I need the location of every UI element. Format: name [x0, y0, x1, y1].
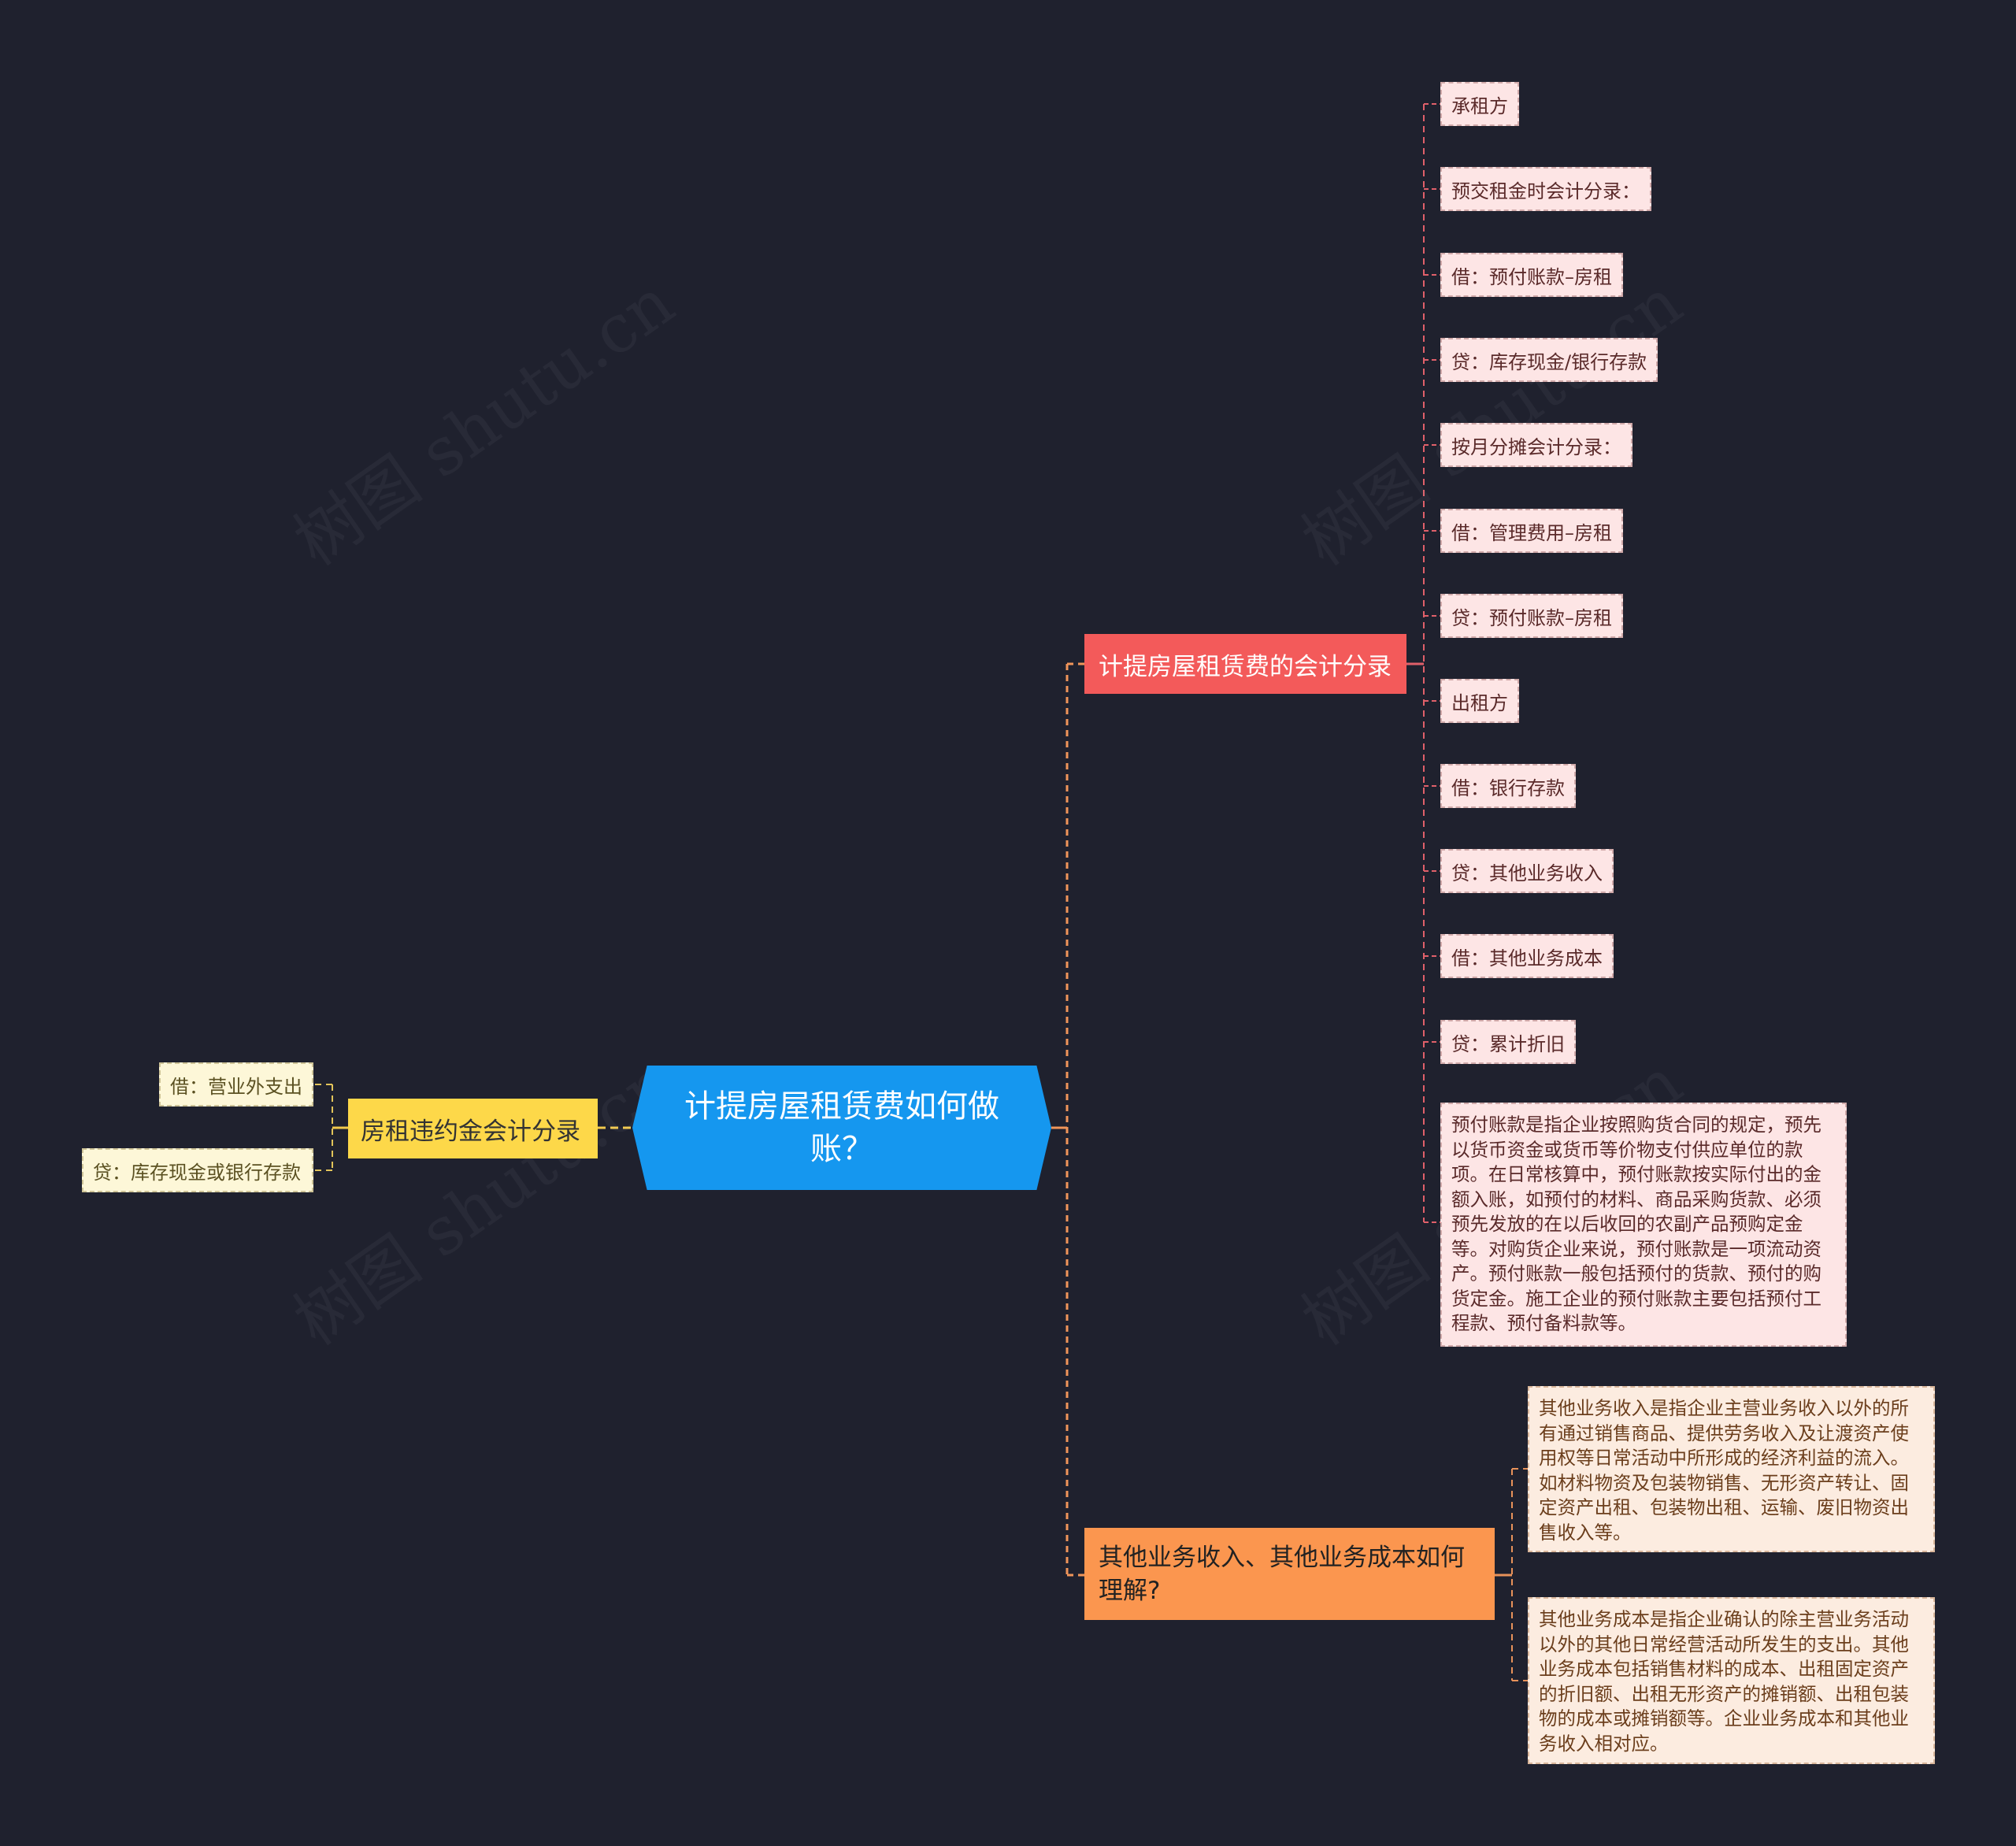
leaf-item[interactable]: 借：其他业务成本	[1440, 934, 1614, 978]
leaf-note-prepaid[interactable]: 预付账款是指企业按照购货合同的规定，预先以货币资金或货币等价物支付供应单位的款项…	[1440, 1103, 1847, 1347]
accounting-leaf-connectors	[1424, 103, 1440, 1223]
leaf-item[interactable]: 贷：库存现金/银行存款	[1440, 338, 1658, 382]
root-node[interactable]: 计提房屋租赁费如何做账？	[632, 1066, 1051, 1190]
leaf-item[interactable]: 借：预付账款–房租	[1440, 253, 1623, 297]
leaf-item[interactable]: 按月分摊会计分录：	[1440, 423, 1632, 467]
branch-title: 计提房屋租赁费的会计分录	[1099, 652, 1392, 681]
leaf-note-other-cost[interactable]: 其他业务成本是指企业确认的除主营业务活动以外的其他日常经营活动所发生的支出。其他…	[1528, 1597, 1935, 1764]
leaf-item[interactable]: 贷：预付账款–房租	[1440, 594, 1623, 638]
leaf-item[interactable]: 预交租金时会计分录：	[1440, 167, 1651, 211]
branch-title: 其他业务收入、其他业务成本如何理解?	[1099, 1543, 1465, 1605]
branch-penalty-entries[interactable]: 房租违约金会计分录	[348, 1099, 598, 1158]
leaf-item[interactable]: 贷：其他业务收入	[1440, 849, 1614, 893]
branch-title: 房租违约金会计分录	[361, 1117, 580, 1146]
leaf-item[interactable]: 贷：累计折旧	[1440, 1020, 1576, 1064]
root-title: 计提房屋租赁费如何做账？	[684, 1088, 999, 1167]
branch-accounting-entries[interactable]: 计提房屋租赁费的会计分录	[1084, 634, 1406, 694]
leaf-item[interactable]: 借：银行存款	[1440, 764, 1576, 808]
leaf-item[interactable]: 承租方	[1440, 82, 1519, 126]
leaf-item[interactable]: 借：营业外支出	[159, 1062, 313, 1106]
branch-other-business[interactable]: 其他业务收入、其他业务成本如何理解?	[1084, 1528, 1495, 1620]
leaf-note-other-income[interactable]: 其他业务收入是指企业主营业务收入以外的所有通过销售商品、提供劳务收入及让渡资产使…	[1528, 1386, 1935, 1552]
leaf-item[interactable]: 贷：库存现金或银行存款	[82, 1148, 313, 1192]
leaf-item[interactable]: 借：管理费用–房租	[1440, 509, 1623, 553]
leaf-item[interactable]: 出租方	[1440, 679, 1519, 723]
